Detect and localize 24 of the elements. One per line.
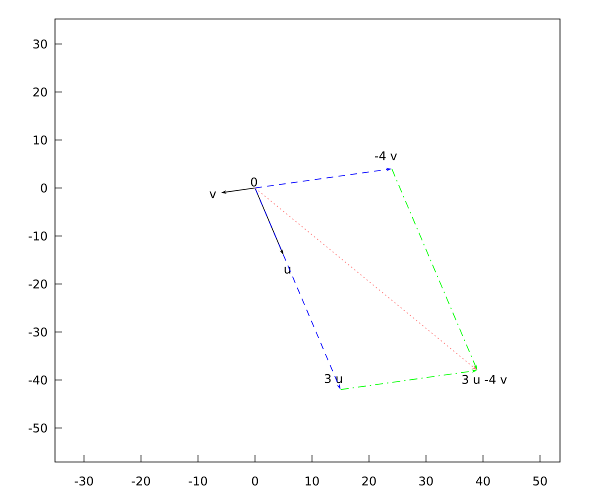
point-label: 3 u [324,374,342,384]
tick-label: -50 [28,423,47,433]
point-label: u [284,266,290,274]
point-label: 3 u -4 v [462,374,507,384]
point-label: 0 [250,177,258,187]
tick-label: -30 [28,327,47,337]
tick-label: 40 [476,476,490,486]
point-label: v [210,192,216,198]
tick-label: 50 [533,476,547,486]
tick-label: 0 [40,183,47,193]
point-label: -4 v [374,151,397,160]
tick-label: 20 [362,476,376,486]
tick-label: 20 [33,87,47,97]
tick-label: -20 [28,279,47,289]
tick-label: -20 [132,476,150,486]
tick-label: -10 [188,476,207,486]
tick-label: -40 [28,375,47,385]
tick-label: 30 [419,476,433,486]
tick-label: -10 [28,231,47,241]
tick-label: 10 [306,476,319,486]
tick-label: 30 [33,39,47,49]
tick-label: -30 [74,476,93,486]
tick-label: 10 [34,135,47,145]
tick-label: 0 [252,476,258,486]
